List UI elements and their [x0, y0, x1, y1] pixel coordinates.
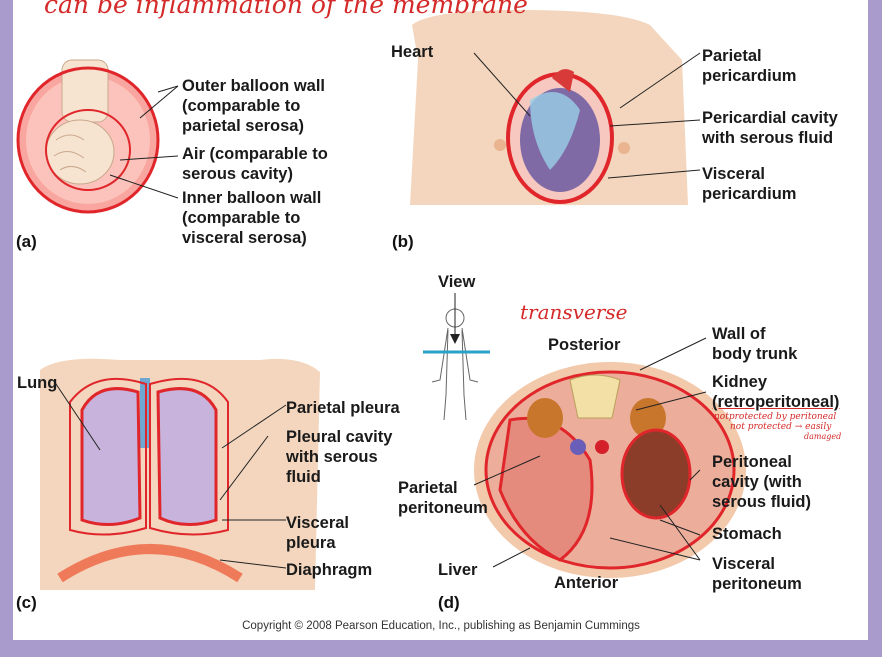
- handwritten-transverse: transverse: [520, 300, 628, 324]
- copyright-notice: Copyright © 2008 Pearson Education, Inc.…: [242, 620, 640, 632]
- handwritten-kidney-note-2: not protected → easily: [730, 422, 832, 432]
- kidney-label: Kidney(retroperitoneal): [712, 373, 840, 411]
- panel-c-letter: (c): [16, 593, 37, 612]
- view-label: View: [438, 273, 476, 291]
- anterior-label: Anterior: [554, 574, 619, 592]
- panel-d-letter: (d): [438, 593, 460, 612]
- balloon-illustration: [16, 59, 179, 214]
- heart-label: Heart: [391, 43, 434, 61]
- panel-b-letter: (b): [392, 232, 414, 251]
- cross-section-illustration: [423, 293, 746, 578]
- diaphragm-label: Diaphragm: [286, 561, 373, 579]
- torso-heart-illustration: [410, 10, 701, 205]
- lung-label: Lung: [17, 374, 58, 392]
- liver-label: Liver: [438, 561, 478, 579]
- handwritten-top-note: can be inflammation of the membrane: [44, 0, 528, 19]
- handwritten-kidney-note-3: damaged: [804, 432, 842, 441]
- stomach-label: Stomach: [712, 525, 782, 543]
- parietal-pleura-label: Parietal pleura: [286, 399, 400, 417]
- handwritten-kidney-note-1: notprotected by peritoneal: [714, 412, 837, 422]
- chest-lungs-illustration: [40, 358, 320, 590]
- posterior-label: Posterior: [548, 336, 621, 354]
- panel-a-letter: (a): [16, 232, 37, 251]
